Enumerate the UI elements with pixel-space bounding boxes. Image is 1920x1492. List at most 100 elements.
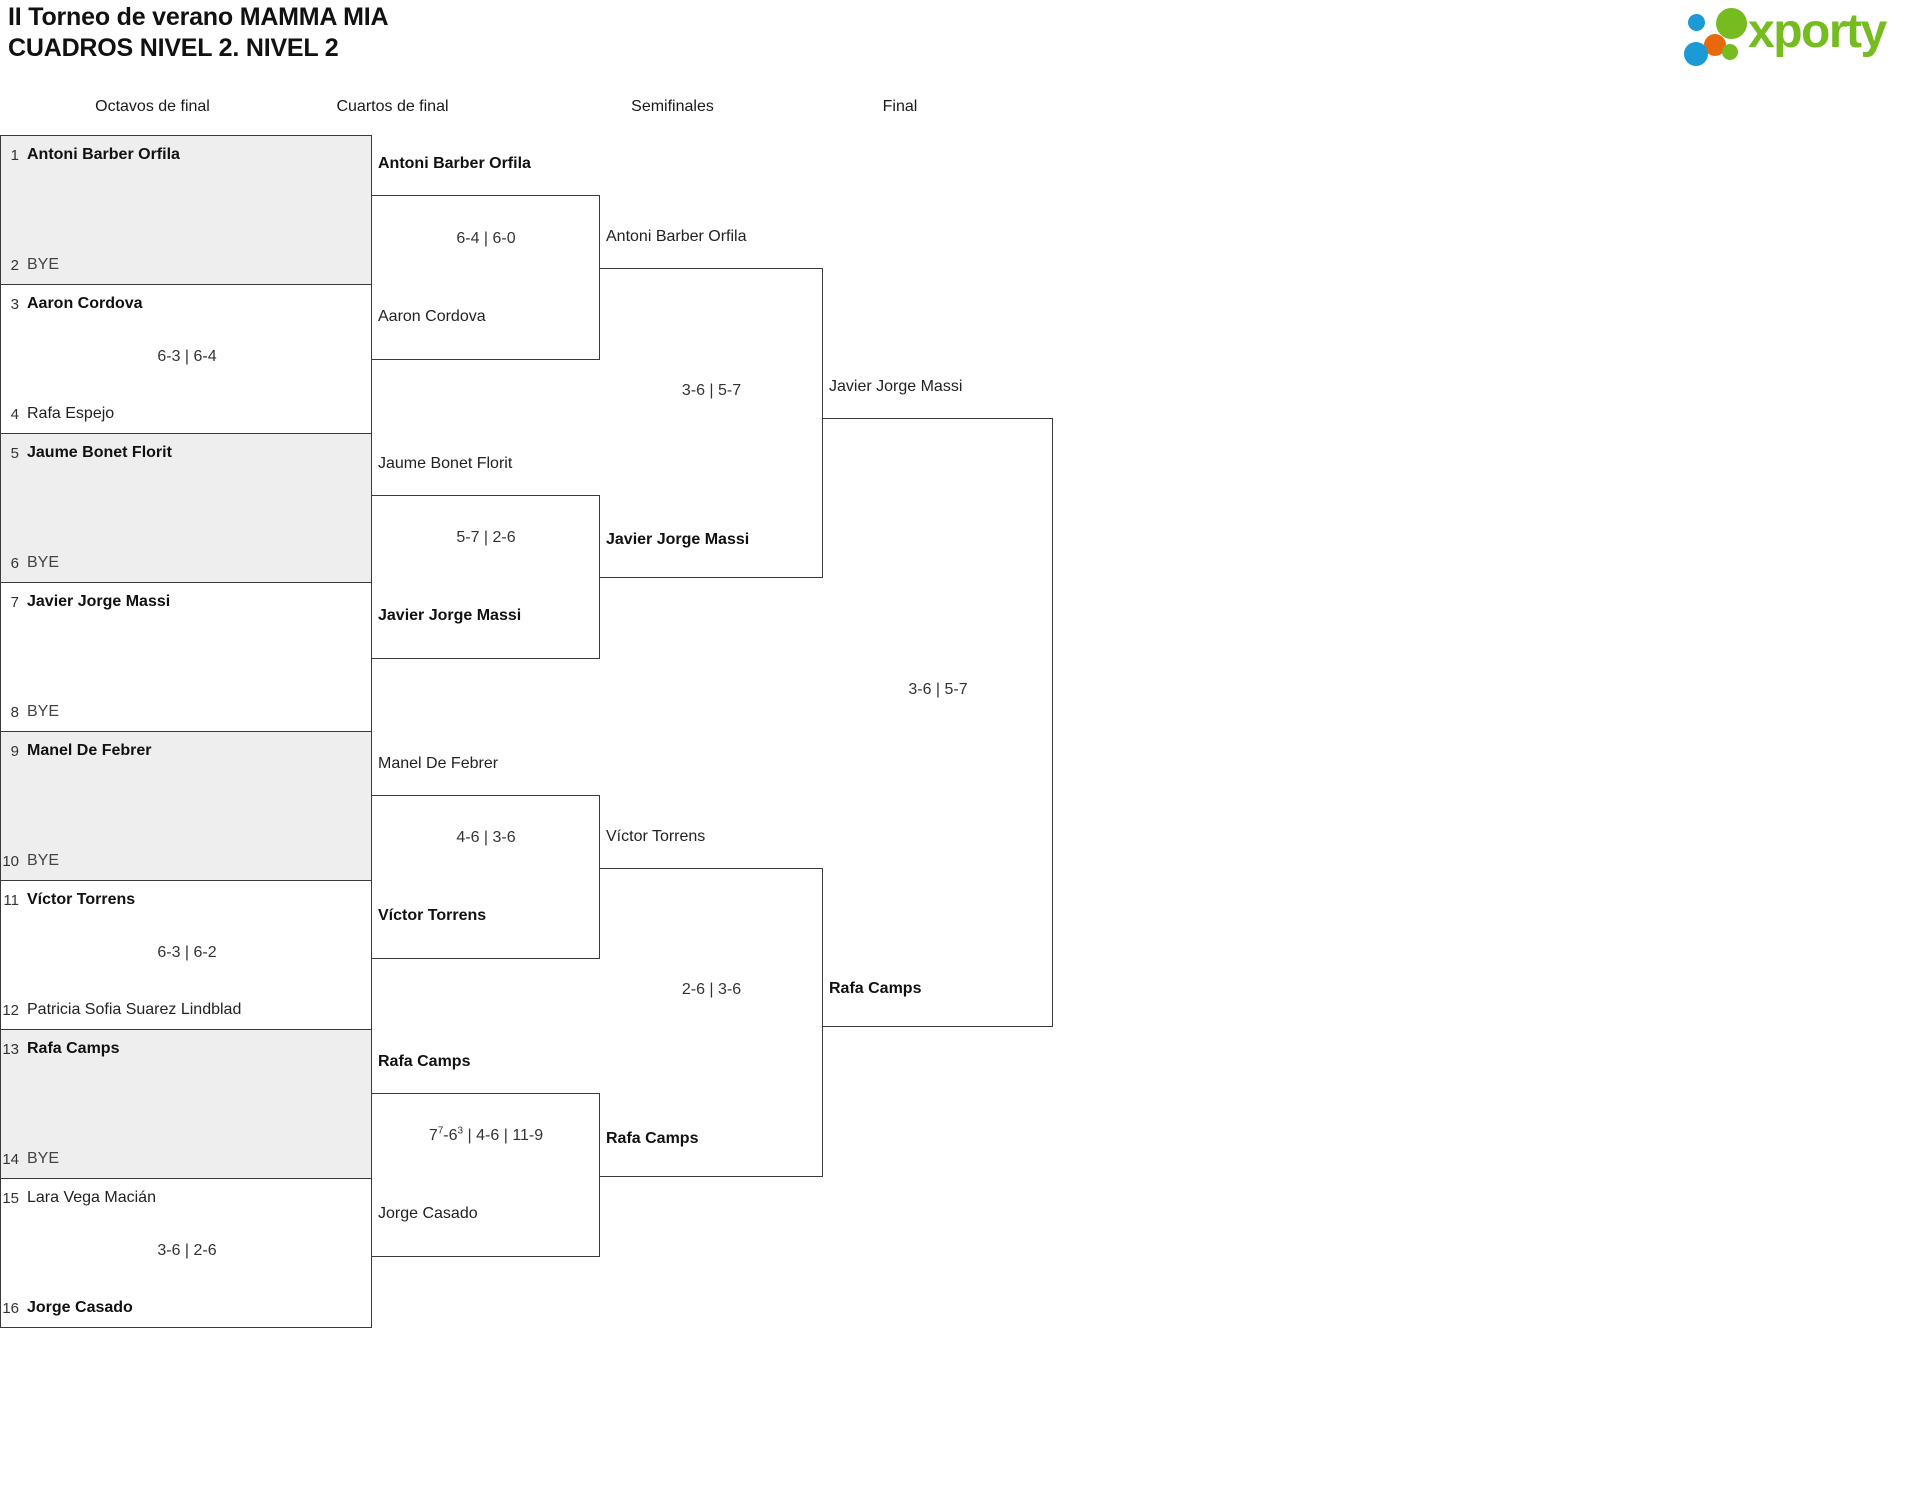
r3-player-top-2[interactable]: Víctor Torrens	[606, 828, 706, 845]
player-name: Javier Jorge Massi	[27, 593, 171, 610]
player-name: BYE	[27, 852, 60, 869]
logo-dot-orange	[1704, 34, 1726, 56]
r1-match-7[interactable]: 13 Rafa Camps 14 BYE	[0, 1030, 372, 1179]
logo-dot-green-small	[1722, 44, 1738, 60]
page-header: II Torneo de verano MAMMA MIA CUADROS NI…	[0, 0, 1920, 70]
r1-match-4[interactable]: 7 Javier Jorge Massi 8 BYE	[0, 583, 372, 732]
r3-player-top-1[interactable]: Antoni Barber Orfila	[606, 228, 747, 245]
r1-player-8[interactable]: 8 BYE	[1, 701, 373, 723]
r3-score-1: 3-6 | 5-7	[681, 382, 742, 399]
r2-player-top-3[interactable]: Manel De Febrer	[378, 755, 499, 772]
r2-player-bottom-1[interactable]: Aaron Cordova	[378, 308, 486, 325]
r1-match-8[interactable]: 15 Lara Vega Macián 3-6 | 2-6 16 Jorge C…	[0, 1179, 372, 1328]
r1-match-1[interactable]: 1 Antoni Barber Orfila 2 BYE	[0, 135, 372, 285]
player-name: Patricia Sofia Suarez Lindblad	[27, 1001, 242, 1018]
logo-dots-icon	[1682, 8, 1756, 66]
player-name: Víctor Torrens	[27, 891, 136, 908]
r1-player-2[interactable]: 2 BYE	[1, 254, 373, 276]
round-header-semifinales: Semifinales	[631, 98, 714, 115]
score-set1-games: 7	[428, 1127, 438, 1144]
r1-player-6[interactable]: 6 BYE	[1, 552, 373, 574]
seed-number: 9	[10, 742, 19, 760]
r2-score-3: 4-6 | 3-6	[456, 829, 516, 846]
round-header-final: Final	[882, 98, 918, 115]
r4-score-1: 3-6 | 5-7	[908, 681, 968, 698]
r1-match-2[interactable]: 3 Aaron Cordova 6-3 | 6-4 4 Rafa Espejo	[0, 285, 372, 434]
player-name: BYE	[27, 1150, 60, 1167]
seed-number: 14	[2, 1150, 19, 1168]
seed-number: 8	[10, 703, 19, 721]
xporty-logo[interactable]: xporty	[1682, 5, 1902, 66]
seed-number: 11	[3, 891, 19, 909]
r2-player-bottom-3[interactable]: Víctor Torrens	[378, 907, 487, 924]
r2-connector-1	[372, 195, 600, 360]
seed-number: 1	[10, 146, 19, 164]
r1-player-5[interactable]: 5 Jaume Bonet Florit	[1, 442, 373, 464]
r1-player-4[interactable]: 4 Rafa Espejo	[1, 403, 373, 425]
round-header-cuartos: Cuartos de final	[336, 98, 449, 115]
player-name: BYE	[27, 256, 60, 273]
r4-champion[interactable]: Rafa Camps	[829, 980, 922, 997]
r3-player-bottom-1[interactable]: Javier Jorge Massi	[606, 531, 750, 548]
page-title: II Torneo de verano MAMMA MIA CUADROS NI…	[8, 2, 389, 63]
player-name: Lara Vega Macián	[27, 1189, 156, 1206]
logo-dot-green-large	[1716, 8, 1747, 39]
r2-player-bottom-4[interactable]: Jorge Casado	[378, 1205, 478, 1222]
r1-player-11[interactable]: 11 Víctor Torrens	[1, 889, 373, 911]
title-line-1: II Torneo de verano MAMMA MIA	[8, 3, 389, 31]
seed-number: 5	[10, 444, 19, 462]
score-remaining-sets: | 4-6 | 11-9	[463, 1127, 544, 1144]
player-name: Rafa Camps	[27, 1040, 120, 1057]
seed-number: 12	[2, 1001, 19, 1019]
r2-player-top-1[interactable]: Antoni Barber Orfila	[378, 155, 531, 172]
round-header-octavos: Octavos de final	[95, 98, 210, 115]
r1-player-10[interactable]: 10 BYE	[1, 850, 373, 872]
r1-match-5[interactable]: 9 Manel De Febrer 10 BYE	[0, 732, 372, 881]
title-line-2: CUADROS NIVEL 2. NIVEL 2	[8, 33, 339, 62]
r2-player-bottom-2[interactable]: Javier Jorge Massi	[378, 607, 522, 624]
score-set1-tiebreak: 7	[437, 1125, 444, 1137]
seed-number: 4	[10, 405, 19, 423]
r1-score-6: 6-3 | 6-2	[157, 944, 217, 961]
r3-connector-1	[600, 268, 823, 578]
r4-connector-1	[823, 418, 1053, 1027]
r2-score-1: 6-4 | 6-0	[456, 230, 516, 247]
r1-player-3[interactable]: 3 Aaron Cordova	[1, 293, 373, 315]
r2-player-top-4[interactable]: Rafa Camps	[378, 1053, 471, 1070]
r1-score-8: 3-6 | 2-6	[157, 1242, 217, 1259]
seed-number: 10	[2, 852, 19, 870]
player-name: Jorge Casado	[27, 1299, 133, 1316]
player-name: Jaume Bonet Florit	[27, 444, 172, 461]
player-name: BYE	[27, 554, 60, 571]
seed-number: 2	[10, 256, 19, 274]
r1-player-7[interactable]: 7 Javier Jorge Massi	[1, 591, 373, 613]
r1-player-13[interactable]: 13 Rafa Camps	[1, 1038, 373, 1060]
r1-player-9[interactable]: 9 Manel De Febrer	[1, 740, 373, 762]
logo-dot-blue-large	[1684, 42, 1708, 66]
r1-player-12[interactable]: 12 Patricia Sofia Suarez Lindblad	[1, 999, 373, 1021]
seed-number: 7	[10, 593, 19, 611]
logo-wordmark: xporty	[1748, 5, 1887, 58]
r3-score-2: 2-6 | 3-6	[681, 981, 742, 998]
player-name: Aaron Cordova	[27, 295, 143, 312]
r2-player-top-2[interactable]: Jaume Bonet Florit	[378, 455, 513, 472]
r1-player-1[interactable]: 1 Antoni Barber Orfila	[1, 144, 373, 166]
r1-player-15[interactable]: 15 Lara Vega Macián	[1, 1187, 373, 1209]
r1-match-6[interactable]: 11 Víctor Torrens 6-3 | 6-2 12 Patricia …	[0, 881, 372, 1030]
r2-connector-2	[372, 495, 600, 659]
r1-match-3[interactable]: 5 Jaume Bonet Florit 6 BYE	[0, 434, 372, 583]
player-name: Antoni Barber Orfila	[27, 146, 180, 163]
r3-player-bottom-2[interactable]: Rafa Camps	[606, 1130, 699, 1147]
r1-player-16[interactable]: 16 Jorge Casado	[1, 1297, 373, 1319]
r1-score-2: 6-3 | 6-4	[157, 348, 217, 365]
r1-player-14[interactable]: 14 BYE	[1, 1148, 373, 1170]
r2-connector-4	[372, 1093, 600, 1257]
seed-number: 3	[10, 295, 19, 313]
logo-dot-blue-small	[1688, 14, 1705, 31]
r2-score-4: 77-63 | 4-6 | 11-9	[372, 1125, 600, 1145]
r2-score-2: 5-7 | 2-6	[456, 529, 516, 546]
score-set1-opp-games: -6	[443, 1127, 458, 1144]
r4-player-top-1[interactable]: Javier Jorge Massi	[829, 378, 963, 395]
r2-connector-3	[372, 795, 600, 959]
